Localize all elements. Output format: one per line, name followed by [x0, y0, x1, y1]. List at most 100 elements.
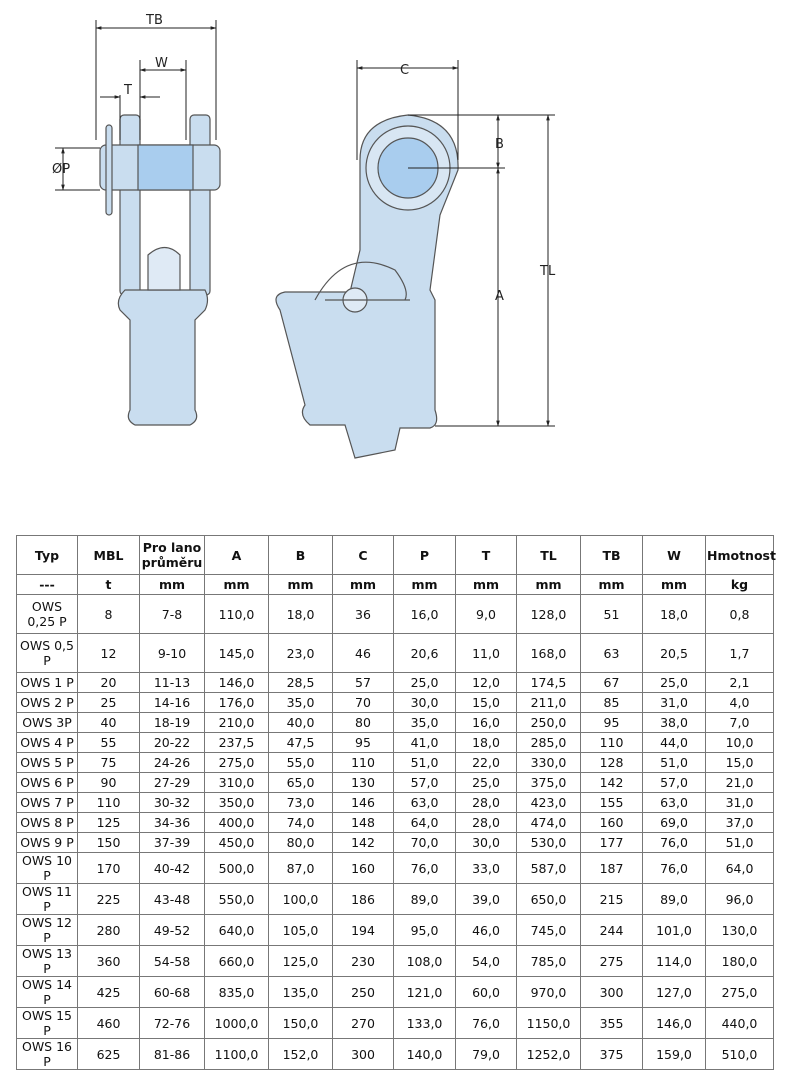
value-cell: 625 — [77, 1038, 140, 1070]
value-cell: 130 — [332, 772, 394, 793]
value-cell: 89,0 — [393, 883, 456, 915]
dim-label-p: ØP — [52, 162, 70, 177]
value-cell: 215 — [580, 883, 643, 915]
value-cell: 300 — [332, 1038, 394, 1070]
column-header: TB — [580, 535, 643, 575]
value-cell: 35,0 — [268, 692, 333, 713]
value-cell: 187 — [580, 852, 643, 884]
front-dimensions — [55, 20, 217, 191]
value-cell: 650,0 — [516, 883, 581, 915]
value-cell: 12 — [77, 633, 140, 673]
value-cell: 76,0 — [642, 832, 706, 853]
value-cell: 150 — [77, 832, 140, 853]
value-cell: 15,0 — [705, 752, 774, 773]
value-cell: 95 — [580, 712, 643, 733]
value-cell: 250,0 — [516, 712, 581, 733]
value-cell: 41,0 — [393, 732, 456, 753]
value-cell: 550,0 — [204, 883, 269, 915]
value-cell: 43-48 — [139, 883, 205, 915]
value-cell: 110 — [580, 732, 643, 753]
value-cell: 300 — [580, 976, 643, 1008]
value-cell: 72-76 — [139, 1007, 205, 1039]
value-cell: 16,0 — [393, 594, 456, 634]
value-cell: 155 — [580, 792, 643, 813]
value-cell: 1150,0 — [516, 1007, 581, 1039]
value-cell: 25,0 — [642, 672, 706, 693]
value-cell: 145,0 — [204, 633, 269, 673]
value-cell: 1,7 — [705, 633, 774, 673]
value-cell: 60,0 — [455, 976, 517, 1008]
value-cell: 970,0 — [516, 976, 581, 1008]
value-cell: 28,0 — [455, 812, 517, 833]
value-cell: 38,0 — [642, 712, 706, 733]
side-view — [275, 114, 459, 459]
value-cell: 310,0 — [204, 772, 269, 793]
value-cell: 530,0 — [516, 832, 581, 853]
value-cell: 100,0 — [268, 883, 333, 915]
unit-cell: mm — [516, 574, 581, 595]
value-cell: 7-8 — [139, 594, 205, 634]
dim-label-tb: TB — [145, 13, 163, 28]
value-cell: 1252,0 — [516, 1038, 581, 1070]
dim-label-a: A — [495, 289, 504, 304]
value-cell: 244 — [580, 914, 643, 946]
value-cell: 90 — [77, 772, 140, 793]
column-header: A — [204, 535, 269, 575]
value-cell: 194 — [332, 914, 394, 946]
value-cell: 150,0 — [268, 1007, 333, 1039]
value-cell: 114,0 — [642, 945, 706, 977]
value-cell: 54-58 — [139, 945, 205, 977]
value-cell: 34-36 — [139, 812, 205, 833]
value-cell: 275,0 — [204, 752, 269, 773]
type-cell: OWS 16 P — [16, 1038, 78, 1070]
unit-cell: mm — [204, 574, 269, 595]
value-cell: 25 — [77, 692, 140, 713]
value-cell: 55 — [77, 732, 140, 753]
value-cell: 30,0 — [393, 692, 456, 713]
value-cell: 76,0 — [642, 852, 706, 884]
unit-cell: --- — [16, 574, 78, 595]
value-cell: 425 — [77, 976, 140, 1008]
value-cell: 148 — [332, 812, 394, 833]
type-cell: OWS 14 P — [16, 976, 78, 1008]
value-cell: 20,5 — [642, 633, 706, 673]
value-cell: 835,0 — [204, 976, 269, 1008]
value-cell: 2,1 — [705, 672, 774, 693]
value-cell: 60-68 — [139, 976, 205, 1008]
value-cell: 110 — [77, 792, 140, 813]
unit-cell: t — [77, 574, 140, 595]
value-cell: 31,0 — [642, 692, 706, 713]
dim-label-tl: TL — [539, 264, 556, 279]
value-cell: 400,0 — [204, 812, 269, 833]
value-cell: 20,6 — [393, 633, 456, 673]
value-cell: 63,0 — [642, 792, 706, 813]
front-view — [99, 114, 221, 426]
value-cell: 12,0 — [455, 672, 517, 693]
value-cell: 110 — [332, 752, 394, 773]
value-cell: 85 — [580, 692, 643, 713]
value-cell: 65,0 — [268, 772, 333, 793]
value-cell: 69,0 — [642, 812, 706, 833]
unit-cell: mm — [580, 574, 643, 595]
value-cell: 22,0 — [455, 752, 517, 773]
value-cell: 24-26 — [139, 752, 205, 773]
value-cell: 745,0 — [516, 914, 581, 946]
value-cell: 57 — [332, 672, 394, 693]
type-cell: OWS 12 P — [16, 914, 78, 946]
value-cell: 25,0 — [455, 772, 517, 793]
value-cell: 474,0 — [516, 812, 581, 833]
value-cell: 108,0 — [393, 945, 456, 977]
value-cell: 152,0 — [268, 1038, 333, 1070]
unit-cell: kg — [705, 574, 774, 595]
value-cell: 95,0 — [393, 914, 456, 946]
value-cell: 350,0 — [204, 792, 269, 813]
unit-cell: mm — [455, 574, 517, 595]
